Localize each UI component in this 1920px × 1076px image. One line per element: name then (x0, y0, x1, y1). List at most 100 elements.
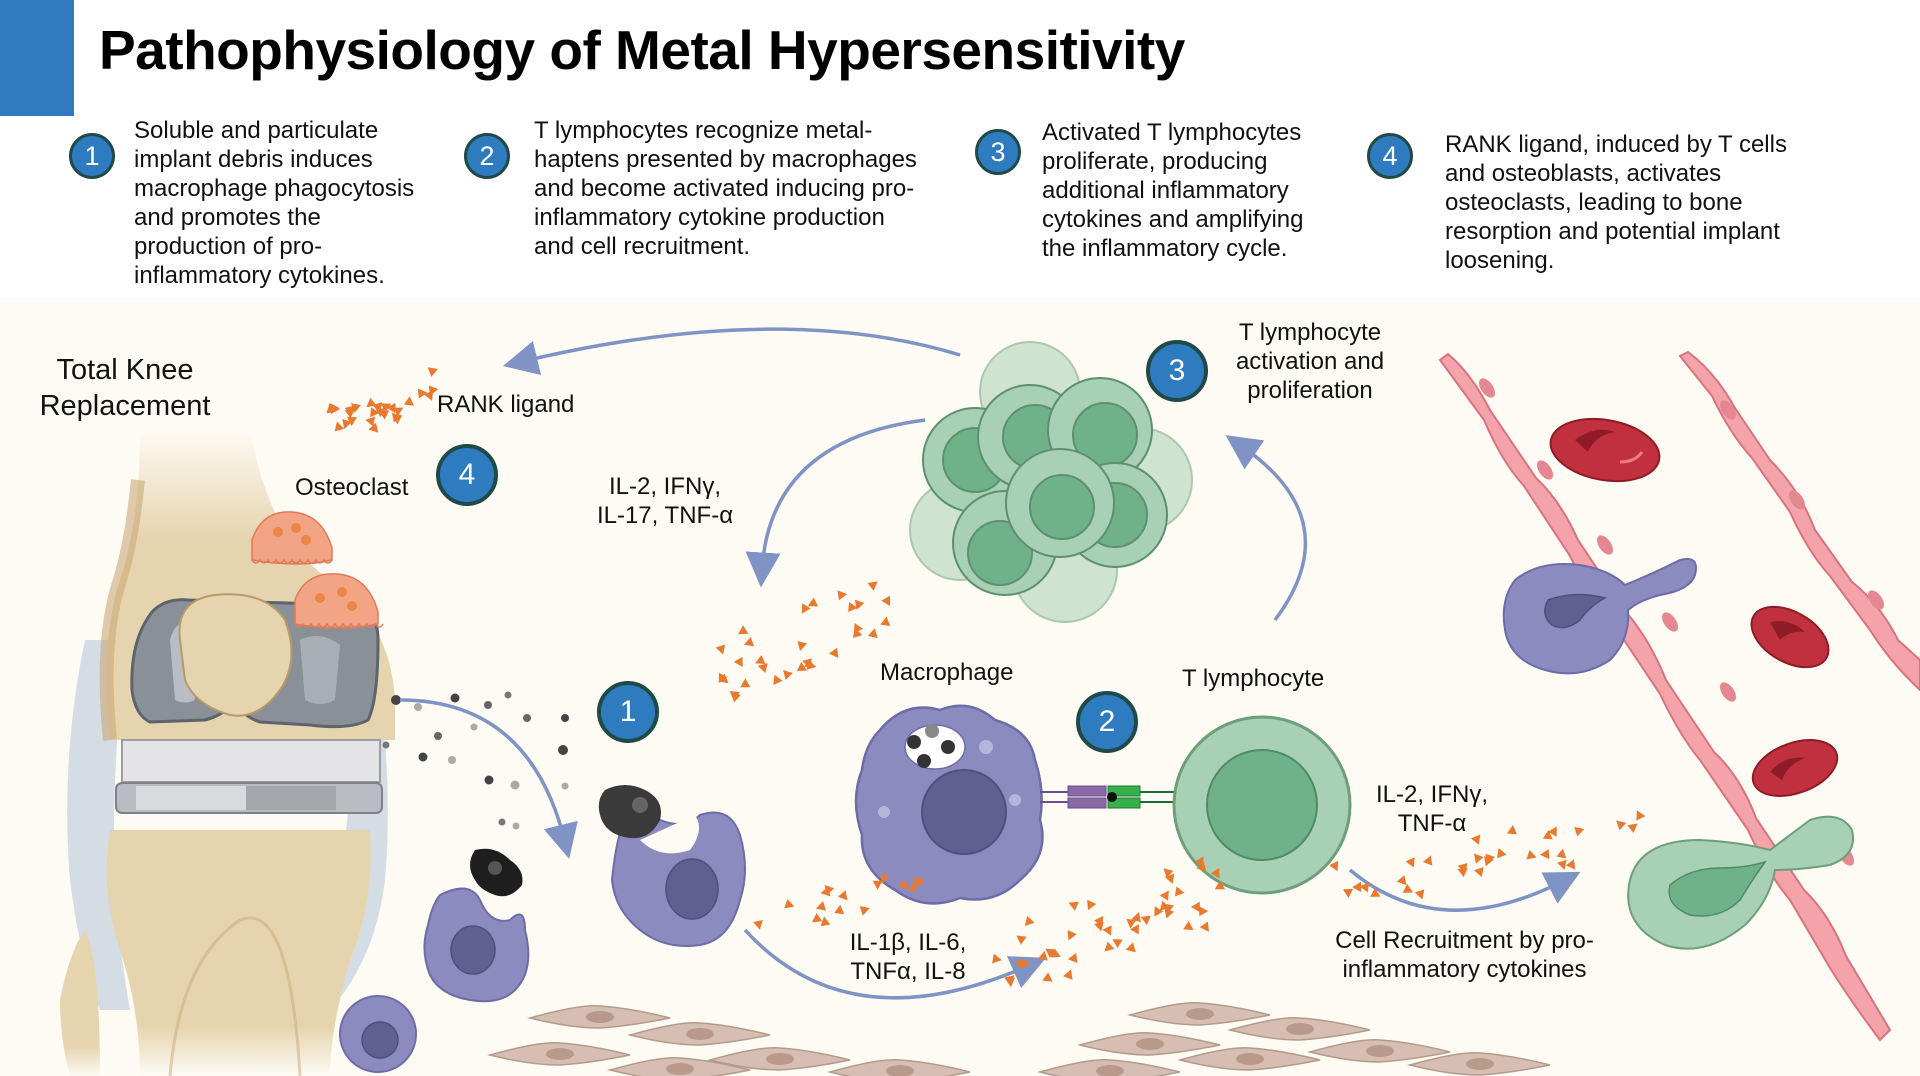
cytokine-particle (769, 674, 783, 688)
cytokine-particle (1159, 887, 1174, 901)
cytokine-particle (1632, 808, 1646, 821)
badge-2: 2 (1076, 691, 1138, 753)
arrow-cluster-to-cytokines (745, 418, 926, 588)
cytokine-particle (795, 641, 808, 653)
cytokine-particle (1574, 824, 1586, 837)
cytokine-particle (1329, 860, 1343, 874)
cytokine-particle (1021, 915, 1035, 930)
cytokine-particle (1101, 941, 1115, 956)
cytokine-particle (834, 904, 846, 915)
cytokine-particle (1067, 953, 1078, 965)
mhc-tcr-complex (1040, 785, 1176, 809)
step-text: T lymphocytes recognize metal- haptens p… (534, 117, 917, 260)
resting-macrophage (339, 995, 417, 1073)
arrow-debris-to-macrophage (399, 698, 578, 859)
cytokine-particle (1199, 921, 1214, 935)
antigen-presenting-macrophage (854, 704, 1044, 905)
osteoclast-label: Osteoclast (295, 474, 409, 501)
cytokine-particle (753, 919, 765, 931)
macrophage-label: Macrophage (880, 659, 1014, 686)
cytokine-particle (1472, 865, 1484, 877)
cytokine-particle (867, 577, 881, 591)
cytokine-particle (881, 595, 895, 609)
cytokine-particle (1083, 899, 1097, 913)
cytokine-particle (819, 886, 831, 899)
cytokine-particle (735, 625, 749, 639)
osteoclast (294, 573, 384, 629)
cytokine-particle (1612, 816, 1627, 831)
cytokine-particle (332, 420, 345, 432)
cytokine-particle (742, 636, 755, 650)
cytokine-particle (1013, 931, 1027, 945)
cytokine-particle (1402, 883, 1416, 897)
cytokine-particle (1140, 915, 1152, 926)
phagocytic-macrophage (423, 848, 530, 1003)
cytokine-particle (814, 901, 826, 914)
page-title: Pathophysiology of Metal Hypersensitivit… (99, 19, 1185, 81)
step-text: RANK ligand, induced by T cells and oste… (1445, 131, 1787, 274)
arrow-macrophage-cytokines (743, 928, 1046, 1000)
migrating-t-lymphocyte (1627, 815, 1854, 950)
arrow-tcell-to-rankl (502, 327, 961, 375)
cytokine-particle (1066, 898, 1079, 911)
cytokine-particle (1414, 889, 1428, 902)
badge-3: 3 (1146, 340, 1208, 402)
step-number-badge: 3 (975, 129, 1021, 175)
cytokine-particle (1174, 886, 1186, 898)
cytokine-particle (859, 903, 872, 916)
step-text: Activated T lymphocytes proliferate, pro… (1042, 119, 1304, 262)
cytokine-particle (850, 620, 863, 634)
cytokine-particle (1199, 906, 1209, 917)
cytokine-particle (784, 898, 796, 912)
arrow-tcell-to-cluster (1225, 435, 1307, 622)
cytokine-particle (1539, 849, 1550, 860)
cytokine-particle (715, 644, 728, 657)
cytokine-particle (1063, 967, 1076, 980)
cytokine-particle (837, 890, 852, 904)
cytokine-particle (992, 953, 1003, 966)
osteoclast (251, 511, 333, 565)
cytokine-particle (809, 913, 823, 927)
implant-debris-particles (382, 691, 569, 830)
cytokine-particle (1042, 972, 1056, 986)
red-blood-cell (1750, 605, 1830, 669)
rank-ligand-label: RANK ligand (437, 391, 575, 418)
cytokine-particle (1422, 853, 1436, 866)
cytokine-particle (1565, 859, 1580, 873)
title-accent-bar (0, 0, 74, 116)
t-lymphocyte-cell (1172, 715, 1352, 895)
knee-prosthesis-illustration (60, 430, 396, 1076)
cytokine-particle (837, 589, 848, 601)
cytokine-particle (1627, 819, 1641, 834)
cytokine-particle (424, 363, 438, 377)
arrow-cell-recruitment (1348, 868, 1581, 912)
migrating-macrophage (1502, 558, 1697, 675)
step-number-badge: 2 (464, 133, 510, 179)
cytokine-particle (867, 627, 880, 639)
proliferating-t-cell-cluster (909, 341, 1193, 623)
cytokine-particle (1470, 850, 1484, 864)
flow-arrows (399, 327, 1581, 1000)
cytokine-particle (1507, 824, 1518, 835)
cytokine-particle (1124, 942, 1136, 955)
cytokine-particle (740, 678, 751, 688)
cytokine-particle (1405, 857, 1419, 870)
activation-label: T lymphocyte activation and proliferatio… (1235, 319, 1385, 404)
cytokine-particle (417, 387, 428, 399)
step-number-badge: 1 (69, 133, 115, 179)
tcell-cytokines-label: IL-2, IFNγ, IL-17, TNF-α (596, 473, 734, 529)
cytokine-particle (880, 615, 892, 627)
badge-1: 1 (597, 681, 659, 743)
t-lymphocyte-label: T lymphocyte (1182, 665, 1325, 692)
cytokine-particle (1102, 925, 1116, 938)
knee-label: Total Knee Replacement (39, 354, 211, 422)
tcell-secreted-cytokines-label: IL-2, IFNγ, TNF-α (1375, 781, 1489, 837)
cytokine-particle (403, 396, 417, 410)
cytokine-particle (1556, 847, 1568, 859)
step-text: Soluble and particulate implant debris i… (134, 117, 415, 289)
macrophage-cytokines-label: IL-1β, IL-6, TNFα, IL-8 (849, 929, 967, 985)
fibroblast-layer-left (489, 1005, 971, 1076)
phagocytic-macrophage (598, 785, 746, 947)
fibroblast-layer-right (1039, 1002, 1551, 1076)
